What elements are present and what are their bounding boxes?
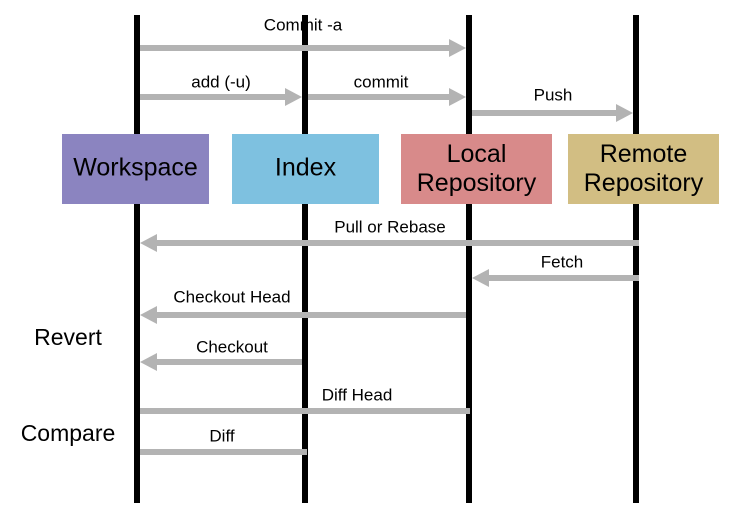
connection-fetch: Fetch	[472, 252, 639, 287]
lifelines-group	[134, 15, 639, 503]
arrowhead-checkout-head	[140, 306, 157, 324]
stage-label-workspace: Workspace	[73, 154, 198, 182]
group-label-compare: Compare	[21, 420, 116, 446]
connection-diff: Diff	[140, 426, 307, 455]
connection-label-commit-a: Commit -a	[264, 15, 343, 34]
arrowhead-commit-a	[449, 39, 466, 57]
connection-label-fetch: Fetch	[541, 252, 584, 271]
arrowhead-pull-or-rebase	[140, 234, 157, 252]
connection-label-pull-or-rebase: Pull or Rebase	[334, 217, 446, 236]
arrowhead-push	[616, 104, 633, 122]
stage-box-local-repository[interactable]	[401, 134, 552, 204]
stage-box-index[interactable]	[232, 134, 379, 204]
connection-checkout-head: Checkout Head	[140, 287, 466, 324]
arrowhead-fetch	[472, 269, 489, 287]
connection-label-commit: commit	[354, 72, 409, 91]
connection-label-diff: Diff	[209, 426, 234, 445]
connection-add-u: add (-u)	[140, 72, 302, 106]
arrowhead-commit	[449, 88, 466, 106]
connection-push: Push	[472, 85, 633, 122]
group-label-revert: Revert	[34, 324, 102, 350]
connection-label-diff-head: Diff Head	[322, 385, 393, 404]
stage-box-workspace[interactable]	[62, 134, 209, 204]
connection-diff-head: Diff Head	[140, 385, 470, 414]
stage-index[interactable]: Index	[232, 134, 379, 204]
connection-label-add-u: add (-u)	[191, 72, 251, 91]
stage-workspace[interactable]: Workspace	[62, 134, 209, 204]
connection-pull-or-rebase: Pull or Rebase	[140, 217, 639, 252]
stage-box-remote-repository[interactable]	[568, 134, 719, 204]
connection-commit-a: Commit -a	[140, 15, 466, 57]
connection-commit: commit	[308, 72, 466, 106]
arrowhead-add-u	[285, 88, 302, 106]
connection-checkout: Checkout	[140, 337, 302, 371]
stage-label-index: Index	[275, 154, 337, 182]
connection-label-push: Push	[534, 85, 573, 104]
connection-label-checkout-head: Checkout Head	[173, 287, 290, 306]
arrowhead-checkout	[140, 353, 157, 371]
connection-label-checkout: Checkout	[196, 337, 268, 356]
